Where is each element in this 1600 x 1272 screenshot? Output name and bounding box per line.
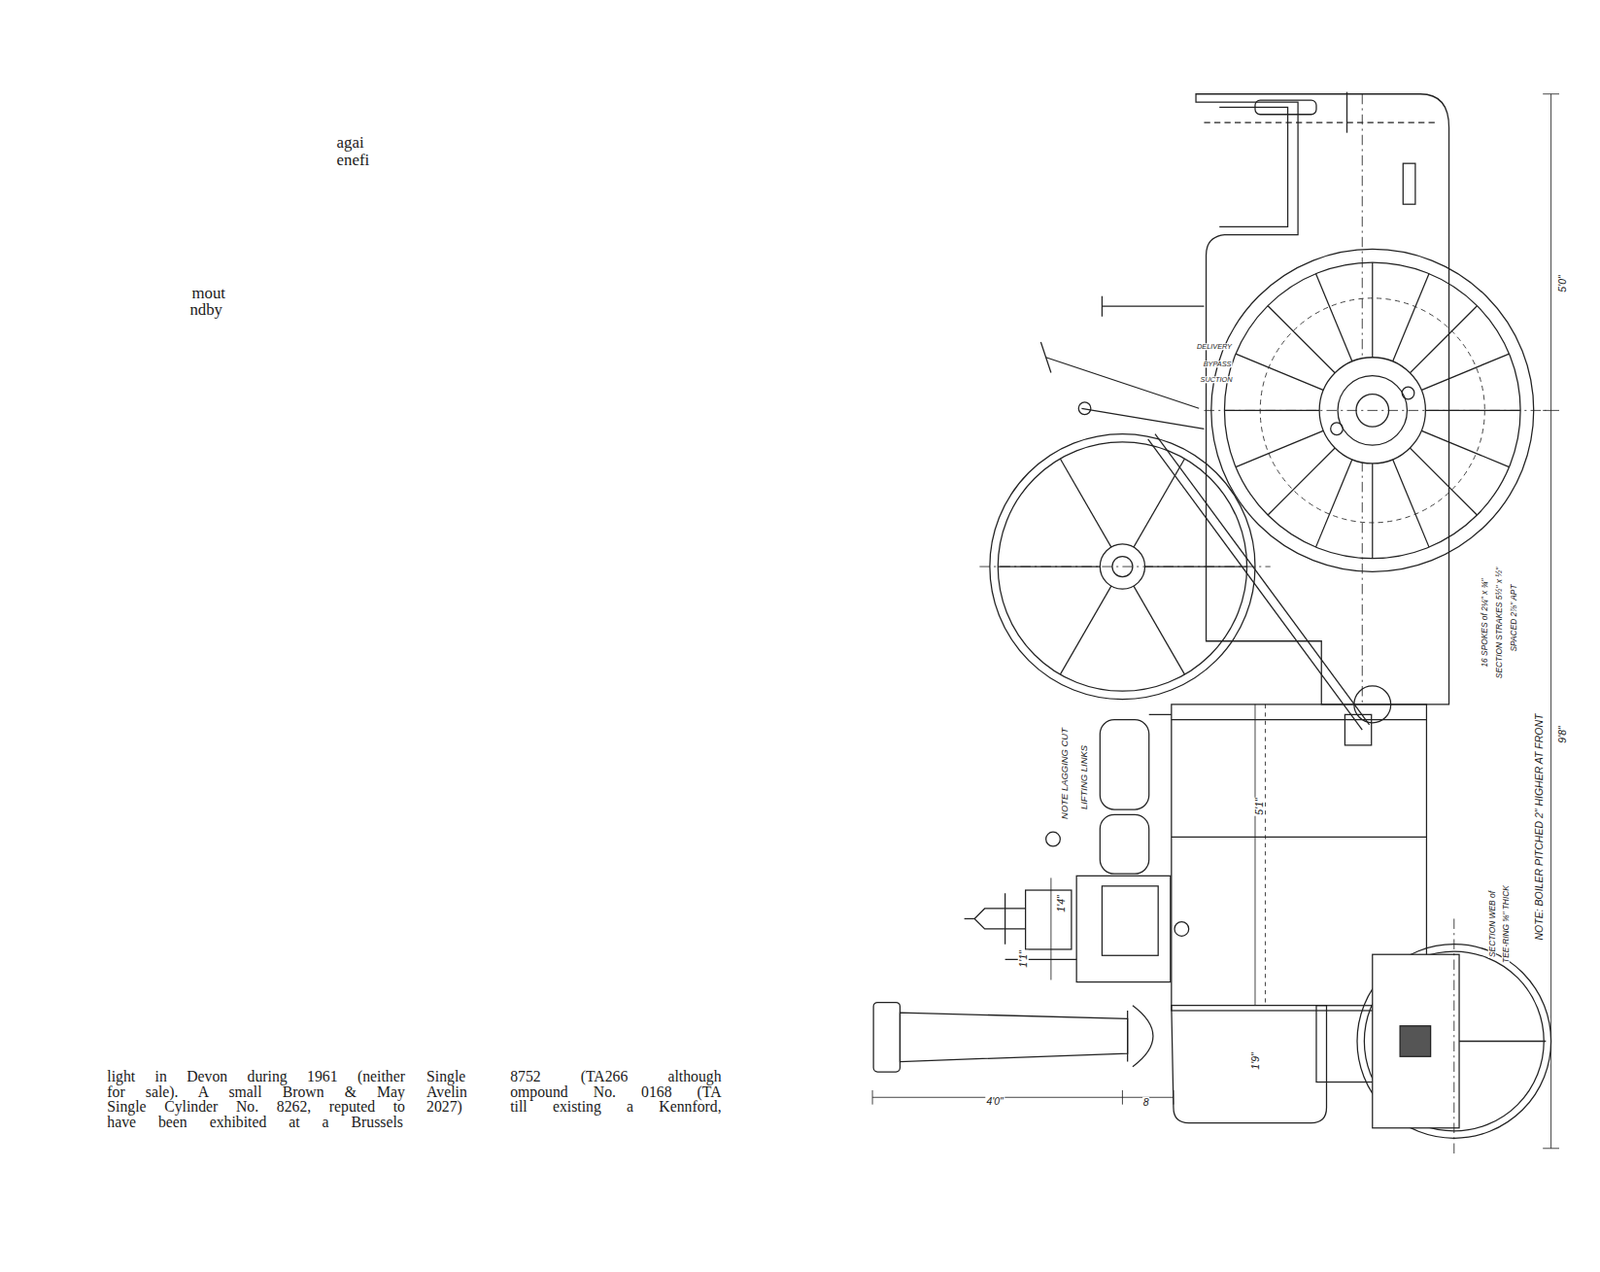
- body-line: Single: [426, 1068, 466, 1085]
- lever-knob: [1078, 402, 1091, 415]
- safety-valve: [974, 892, 1026, 945]
- note: NOTE: BOILER PITCHED 2" HIGHER AT FRONT: [1533, 712, 1545, 941]
- dimension: 5'1": [1254, 796, 1265, 816]
- lever: [1101, 306, 1204, 307]
- cylinder-block: [1076, 875, 1171, 982]
- tender-inner: [1219, 106, 1288, 227]
- body-line: have been exhibited at a Brussels: [106, 1114, 404, 1130]
- centre-line: [1203, 409, 1546, 411]
- part-name: SUCTION: [1199, 375, 1234, 383]
- dimension: 4'0": [985, 1095, 1004, 1107]
- body-line: 2027): [426, 1098, 463, 1115]
- boiler-band: [1171, 836, 1428, 838]
- bracket: [1149, 714, 1172, 715]
- page-text: agai: [337, 135, 365, 152]
- dimension: 5'0": [1557, 273, 1568, 293]
- reversing-lever: [1081, 408, 1204, 429]
- dimension: 1'1": [1017, 950, 1028, 969]
- page-text: ndby: [189, 302, 223, 319]
- chimney-cap: [873, 1002, 900, 1072]
- steering-wheel: [1040, 341, 1052, 374]
- dimension-line: [1005, 958, 1078, 960]
- tank: [1099, 814, 1149, 874]
- dimension-line: [872, 1096, 1174, 1098]
- tank: [1099, 719, 1149, 810]
- axle-section: [1399, 1025, 1431, 1057]
- hidden-line: [1264, 704, 1266, 1006]
- body-line: till existing a Kennford,: [510, 1098, 721, 1115]
- note: LIFTING LINKS: [1079, 744, 1089, 811]
- dimension-line: [1254, 704, 1256, 1006]
- chimney-base: [1132, 1005, 1154, 1067]
- drawbar-rod: [1148, 439, 1363, 730]
- note: TEE-RING ⅝" THICK: [1501, 884, 1510, 964]
- pivot: [1354, 685, 1392, 723]
- handle: [1255, 100, 1317, 115]
- boiler-band: [1171, 718, 1428, 720]
- slot: [1402, 163, 1416, 205]
- centre-line: [979, 566, 1270, 568]
- dimension: 8: [1142, 1096, 1151, 1108]
- part-name: BYPASS: [1202, 360, 1233, 368]
- boss: [1174, 921, 1190, 937]
- body-line: light in Devon during 1961 (neither: [106, 1068, 406, 1085]
- dimension-line: [1050, 877, 1052, 980]
- body-line: Avelin: [426, 1084, 468, 1100]
- page-text: mout: [192, 285, 227, 303]
- part-name: DELIVERY: [1195, 342, 1233, 350]
- dimension-tick: [1542, 409, 1560, 411]
- rod-end: [1344, 714, 1371, 746]
- lubricator: [1046, 831, 1061, 847]
- chimney: [899, 1012, 1127, 1061]
- valve-spindle: [964, 918, 976, 920]
- steering-column: [1046, 357, 1200, 409]
- body-line: for sale). A small Brown & May: [106, 1084, 406, 1100]
- note: SECTION WEB of: [1487, 889, 1496, 958]
- chimney-flange: [1126, 1010, 1128, 1062]
- bracket: [1346, 92, 1348, 134]
- drawbar-rod: [1155, 434, 1370, 725]
- maker-plate: [1101, 885, 1158, 955]
- valve-chest: [1025, 889, 1072, 950]
- body-line: 8752 (TA266 although: [510, 1068, 721, 1085]
- centre-line: [1453, 918, 1455, 1154]
- lever-handle: [1101, 296, 1103, 317]
- spoke: [1459, 1040, 1546, 1042]
- note: SECTION STRAKES 5½" x ½": [1495, 565, 1503, 679]
- dimension-tick: [1172, 1089, 1174, 1105]
- body-line: ompound No. 0168 (TA: [510, 1084, 721, 1100]
- dimension-tick: [1542, 93, 1560, 95]
- dimension-line: [1550, 94, 1552, 1149]
- smokebox: [1171, 1005, 1328, 1124]
- dimension: 1'4": [1055, 893, 1067, 913]
- dimension-tick: [872, 1089, 874, 1105]
- hidden-line: [1203, 122, 1439, 124]
- note: SPACED 2⅞" APT: [1508, 582, 1517, 652]
- dimension-tick: [1122, 1089, 1124, 1105]
- note: 16 SPOKES of 2¼" x ¾": [1480, 577, 1489, 668]
- page-text: enefi: [337, 152, 371, 170]
- body-line: Single Cylinder No. 8262, reputed to: [106, 1098, 406, 1115]
- dimension: 9'8": [1557, 725, 1568, 745]
- dimension-tick: [1542, 1147, 1560, 1149]
- note: NOTE LAGGING CUT: [1059, 726, 1069, 820]
- front-hub-section: [1372, 953, 1460, 1128]
- tender-outline: [1195, 94, 1449, 705]
- dimension: 1'9": [1250, 1052, 1261, 1071]
